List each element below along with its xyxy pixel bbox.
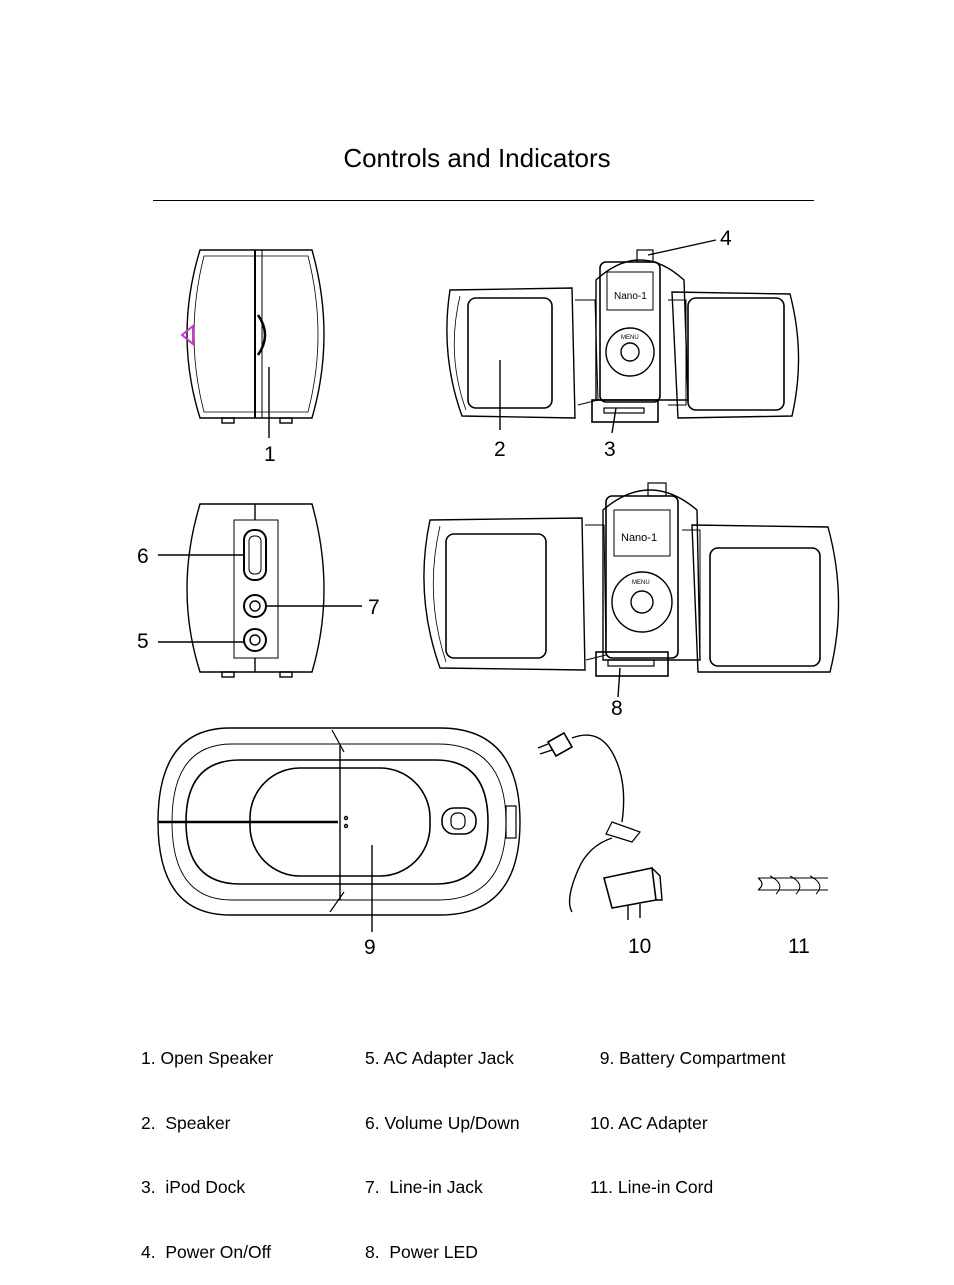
legend-item: 3. iPod Dock bbox=[141, 1177, 246, 1197]
callout-6: 6 bbox=[137, 545, 149, 568]
closed-speaker-side-view bbox=[180, 249, 325, 424]
ipod-screen-label-2: Nano-1 bbox=[621, 532, 657, 544]
callout-2: 2 bbox=[494, 438, 506, 461]
legend-item: 5. AC Adapter Jack bbox=[365, 1048, 514, 1068]
closed-unit-bottom-view bbox=[157, 727, 521, 916]
callout-8: 8 bbox=[611, 697, 623, 720]
controls-diagram: Nano-1 MENU bbox=[137, 227, 840, 959]
ipod-screen-label: Nano-1 bbox=[614, 291, 647, 302]
legend-column-3: 9. Battery Compartment 10. AC Adapter 11… bbox=[590, 1005, 786, 1220]
title-divider bbox=[153, 200, 814, 201]
legend-item: 11. Line-in Cord bbox=[590, 1177, 714, 1197]
line-in-jack-icon bbox=[243, 594, 267, 618]
page-title: Controls and Indicators bbox=[343, 143, 611, 173]
line-in-cord-illustration bbox=[757, 875, 828, 895]
open-speaker-top-view: Nano-1 MENU bbox=[446, 249, 800, 423]
legend-item: 6. Volume Up/Down bbox=[365, 1112, 520, 1133]
legend-item: 4. Power On/Off bbox=[141, 1241, 272, 1262]
callout-11: 11 bbox=[788, 935, 810, 958]
legend-column-1: 1. Open Speaker 2. Speaker 3. iPod Dock … bbox=[141, 1005, 273, 1285]
legend-item: 10. AC Adapter bbox=[590, 1112, 708, 1133]
closed-speaker-rear-view bbox=[186, 503, 325, 678]
callout-10: 10 bbox=[628, 935, 651, 958]
power-switch-icon bbox=[636, 249, 654, 263]
open-speaker-front-view: Nano-1 MENU bbox=[423, 482, 840, 677]
legend-item: 2. Speaker bbox=[141, 1112, 231, 1133]
battery-latch-icon bbox=[441, 807, 477, 835]
legend-item: 1. Open Speaker bbox=[141, 1048, 274, 1068]
callout-9: 9 bbox=[364, 936, 376, 959]
legend-item: 7. Line-in Jack bbox=[365, 1177, 483, 1197]
callout-7: 7 bbox=[368, 596, 380, 619]
legend-item: 9. Battery Compartment bbox=[590, 1048, 786, 1068]
legend-item: 8. Power LED bbox=[365, 1241, 478, 1262]
volume-button-icon bbox=[243, 529, 267, 581]
callout-1: 1 bbox=[264, 443, 276, 466]
legend-column-2: 5. AC Adapter Jack 6. Volume Up/Down 7. … bbox=[365, 1005, 520, 1285]
ac-adapter-illustration bbox=[537, 731, 663, 920]
ipod-menu-label-2: MENU bbox=[632, 580, 650, 586]
led-indicator-icon bbox=[180, 323, 194, 347]
ipod-menu-label: MENU bbox=[621, 335, 639, 341]
callout-3: 3 bbox=[604, 438, 616, 461]
ac-adapter-jack-icon bbox=[243, 628, 267, 652]
callout-5: 5 bbox=[137, 630, 149, 653]
callout-4: 4 bbox=[720, 227, 732, 250]
